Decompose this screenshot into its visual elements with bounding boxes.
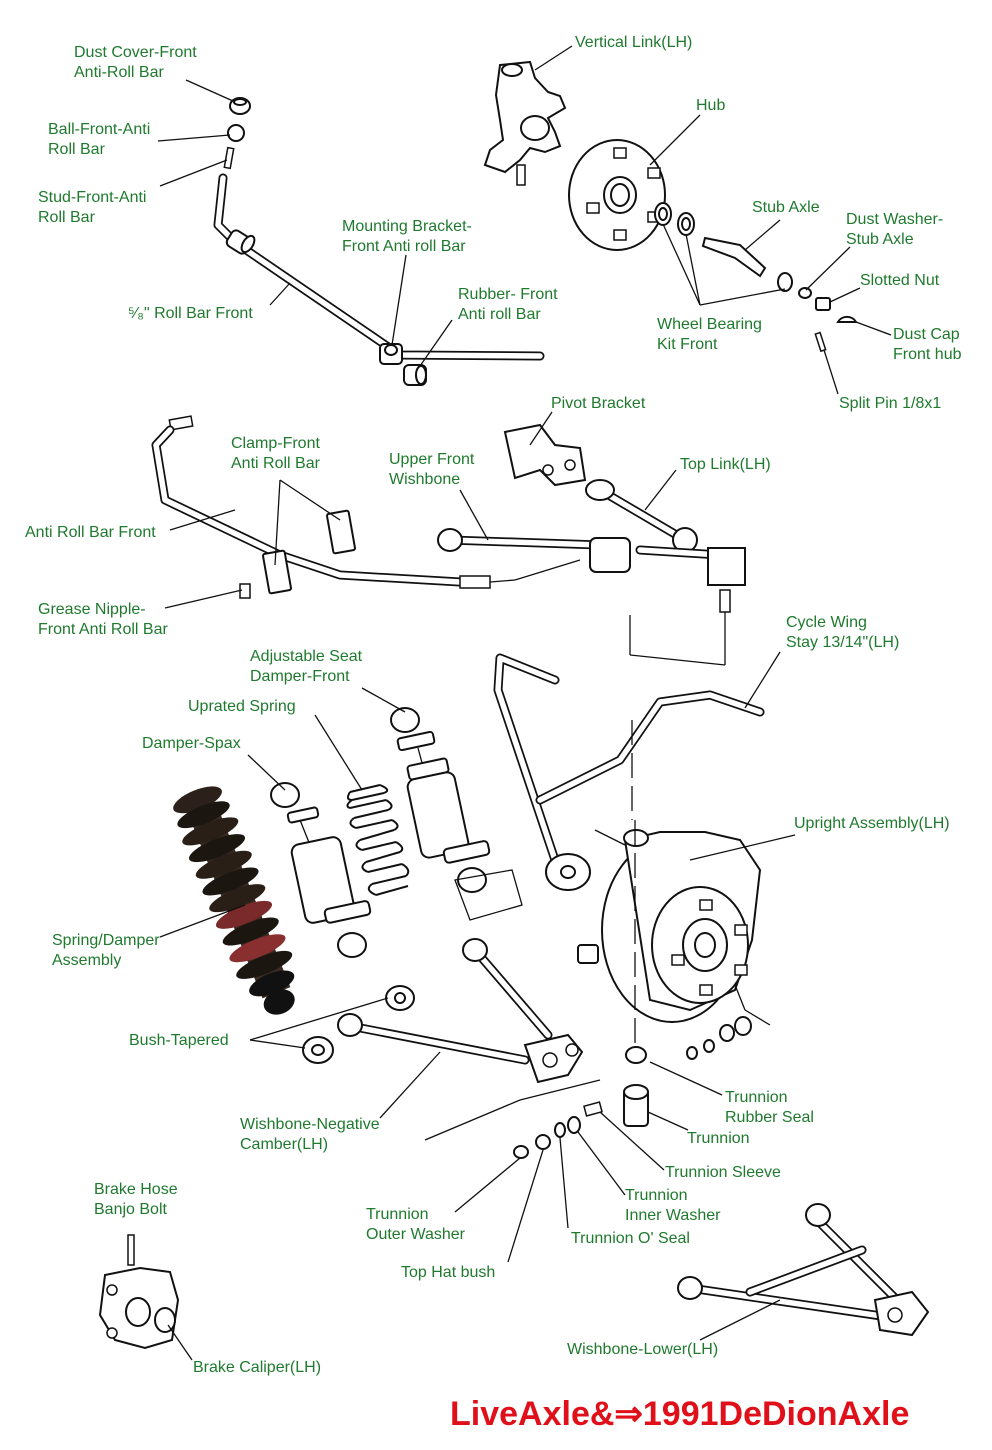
leaders-wishbone-neg xyxy=(249,997,441,1119)
label-mounting-bracket: Mounting Bracket-Front Anti roll Bar xyxy=(342,218,472,255)
leaders-damper xyxy=(159,687,406,938)
upright-assembly-part xyxy=(545,820,762,1045)
anti-roll-bar-group xyxy=(151,415,491,599)
damper-spax-part xyxy=(270,782,372,958)
stud-part xyxy=(223,146,235,170)
label-uprated-spring: Uprated Spring xyxy=(188,698,296,715)
vertical-link-part xyxy=(483,60,567,174)
upper-wishbone-part xyxy=(437,528,463,552)
label-trunnion: Trunnion xyxy=(687,1130,750,1147)
label-top-hat: Top Hat bush xyxy=(401,1264,495,1281)
pivot-bracket-part xyxy=(503,423,587,487)
dust-washer-part xyxy=(798,287,812,299)
upper-wishbone-group xyxy=(437,423,746,613)
label-slotted-nut: Slotted Nut xyxy=(860,272,940,289)
trunnion-sleeve-part xyxy=(583,1101,603,1117)
hub-group xyxy=(483,60,858,353)
leaders-middle xyxy=(164,411,677,609)
cycle-wing-stay-group xyxy=(493,612,765,865)
label-hub: Hub xyxy=(696,97,725,114)
label-upright: Upright Assembly(LH) xyxy=(794,815,950,832)
label-trunnion-sleeve: Trunnion Sleeve xyxy=(665,1164,781,1181)
trunnion-inner-washer-part xyxy=(567,1116,581,1134)
wishbone-lower-part xyxy=(677,1203,930,1337)
label-anti-roll-bar: Anti Roll Bar Front xyxy=(25,524,156,541)
label-trunnion-oseal: Trunnion O' Seal xyxy=(571,1230,690,1247)
top-link-part xyxy=(585,479,615,501)
front-roll-bar-group xyxy=(213,97,545,386)
leaders-trunnion xyxy=(454,984,771,1263)
wishbone-negative-part xyxy=(337,1013,363,1037)
dust-cap-part xyxy=(836,315,858,323)
leaders-top-left xyxy=(157,79,453,367)
stub-axle-part xyxy=(701,236,767,278)
label-vertical-link: Vertical Link(LH) xyxy=(575,34,692,51)
footer-caption: LiveAxle&⇒1991DeDionAxle xyxy=(450,1395,909,1433)
trunnion-outer-washer-part xyxy=(513,1145,529,1159)
top-hat-bush-part xyxy=(535,1134,551,1150)
wishbone-negative-group xyxy=(302,938,601,1141)
brake-caliper-part xyxy=(98,1234,180,1350)
label-split-pin: Split Pin 1/8x1 xyxy=(839,395,941,412)
trunnion-group xyxy=(513,1016,752,1159)
trunnion-oseal-part xyxy=(554,1122,566,1138)
brake-hose-banjo-bolt-part xyxy=(127,1234,135,1266)
split-pin-part xyxy=(814,331,827,353)
label-top-link: Top Link(LH) xyxy=(680,456,771,473)
leaders-brake xyxy=(167,1324,193,1361)
grease-nipple-part xyxy=(239,583,251,599)
clamp-part xyxy=(326,509,356,555)
label-brake-caliper: Brake Caliper(LH) xyxy=(193,1359,321,1376)
leaders-lower xyxy=(699,1299,781,1341)
label-roll-bar-front: ⁵⁄₈" Roll Bar Front xyxy=(128,305,253,322)
label-wishbone-lower: Wishbone-Lower(LH) xyxy=(567,1341,718,1358)
damper-spring-group xyxy=(173,707,523,1015)
slotted-nut-part xyxy=(815,297,831,311)
leaders-top-right xyxy=(534,45,892,395)
spring-damper-assembly-part xyxy=(173,786,295,1015)
leaders-cycle xyxy=(744,651,781,709)
adjustable-seat-damper-part xyxy=(390,707,491,893)
ball-part xyxy=(227,124,245,142)
label-stub-axle: Stub Axle xyxy=(752,199,820,216)
label-pivot-bracket: Pivot Bracket xyxy=(551,395,646,412)
uprated-spring-part xyxy=(346,784,410,896)
leaders-upright xyxy=(689,834,796,861)
label-grease-nipple: Grease Nipple-Front Anti Roll Bar xyxy=(38,601,169,638)
label-damper-spax: Damper-Spax xyxy=(142,735,241,752)
label-bush-tapered: Bush-Tapered xyxy=(129,1032,229,1049)
label-dust-washer: Dust Washer-Stub Axle xyxy=(846,211,943,248)
